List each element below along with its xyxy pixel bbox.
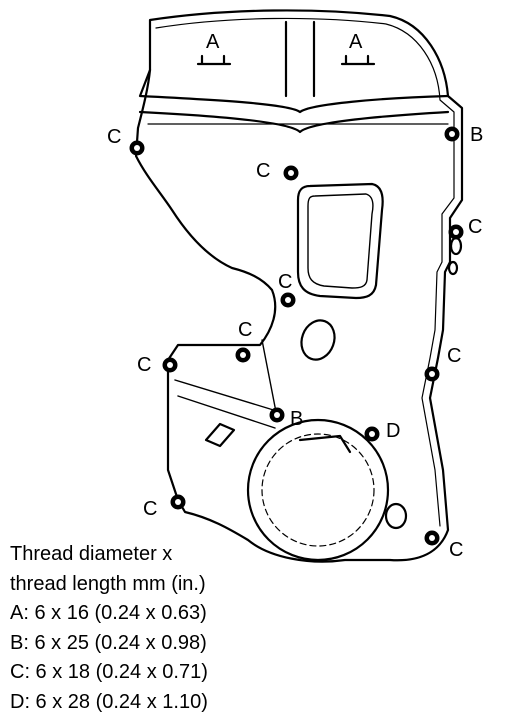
web-edge (261, 339, 277, 413)
label-c-4: C (278, 271, 292, 293)
label-c-2: C (256, 160, 270, 182)
label-c-1: C (107, 126, 121, 148)
bolt-size-legend: Thread diameter x thread length mm (in.)… (10, 540, 310, 717)
lower-port (384, 502, 408, 530)
brace (174, 379, 281, 429)
side-port-upper (449, 236, 463, 256)
inspection-window-outer (296, 182, 384, 300)
legend-heading-line1: Thread diameter x (10, 543, 173, 565)
label-a-right: A (349, 31, 363, 53)
label-c-5: C (238, 319, 252, 341)
bracket-a-right (340, 54, 376, 66)
oval-port (300, 319, 336, 361)
label-c-3: C (468, 216, 482, 238)
legend-row-d: D: 6 x 28 (0.24 x 1.10) (10, 690, 208, 713)
slot (204, 422, 236, 448)
cap-plate (138, 68, 450, 134)
label-c-9: C (449, 539, 463, 561)
label-a-left: A (206, 31, 220, 53)
legend-row-c: C: 6 x 18 (0.24 x 0.71) (10, 661, 208, 683)
legend-row-a: A: 6 x 16 (0.24 x 0.63) (10, 602, 207, 624)
legend-heading-line2: thread length mm (in.) (10, 572, 206, 595)
crank-opening-inner (261, 433, 375, 547)
label-c-8: C (143, 498, 157, 520)
legend-row-b: B: 6 x 25 (0.24 x 0.98) (10, 631, 207, 654)
label-c-6: C (137, 354, 151, 376)
label-b-1: B (470, 124, 483, 146)
label-b-2: B (290, 408, 303, 430)
label-d: D (386, 420, 400, 442)
crank-notch (298, 434, 352, 454)
crank-opening-outer (246, 418, 390, 562)
cap-divider (284, 20, 316, 98)
cover-inner-edge (155, 17, 455, 527)
cover-outline (134, 9, 464, 563)
inspection-window-inner (307, 193, 374, 289)
label-c-7: C (447, 345, 461, 367)
bracket-a-left (196, 54, 232, 66)
side-port-lower (447, 260, 459, 276)
